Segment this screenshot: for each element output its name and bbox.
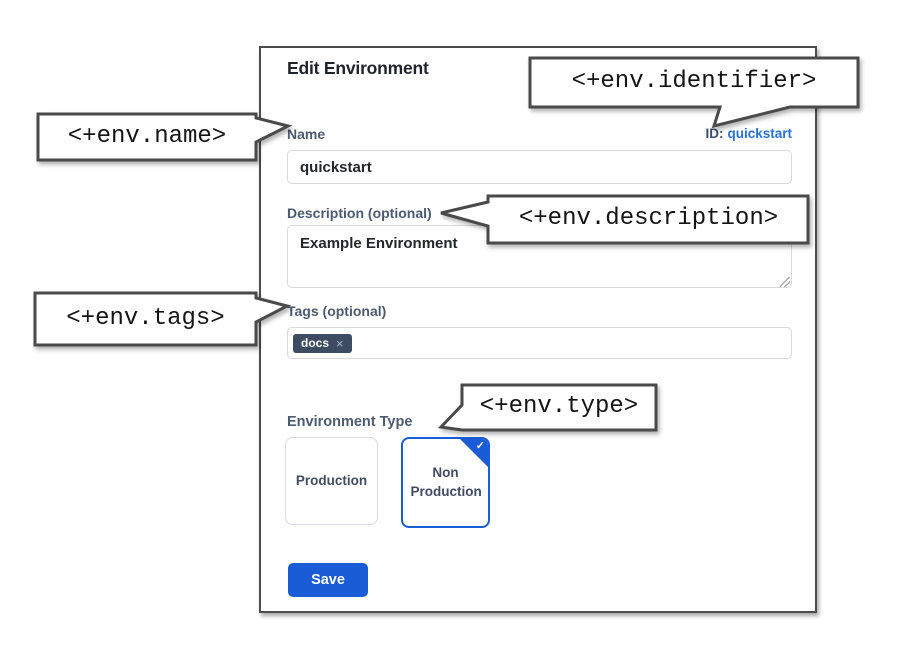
- page-title: Edit Environment: [287, 58, 429, 78]
- callout-env-description-text: <+env.description>: [518, 205, 779, 232]
- callout-env-identifier: <+env.identifier>: [528, 54, 868, 132]
- id-label: ID:: [705, 126, 724, 141]
- callout-env-tags: <+env.tags>: [33, 289, 295, 351]
- name-input[interactable]: [287, 150, 792, 184]
- callout-env-tags-text: <+env.tags>: [66, 305, 225, 332]
- callout-env-identifier-text: <+env.identifier>: [571, 68, 817, 95]
- tags-label: Tags (optional): [287, 303, 387, 319]
- callout-env-name-text: <+env.name>: [67, 122, 227, 150]
- callout-env-name: <+env.name>: [36, 110, 296, 166]
- id-row: ID:quickstart: [705, 126, 792, 141]
- callout-env-type: <+env.type>: [436, 381, 666, 437]
- id-link[interactable]: quickstart: [727, 126, 792, 141]
- tags-input[interactable]: docs ×: [287, 327, 792, 359]
- resize-handle-icon[interactable]: [780, 277, 790, 287]
- env-type-card-production-label: Production: [295, 472, 368, 488]
- env-type-card-non-production[interactable]: Non Production ✓: [401, 437, 490, 528]
- save-button[interactable]: Save: [288, 563, 368, 597]
- env-type-card-production[interactable]: Production: [285, 437, 378, 525]
- environment-type-label: Environment Type: [287, 414, 413, 430]
- env-type-card-non-production-label: Non Production: [410, 465, 482, 499]
- tag-chip-label: docs: [301, 336, 330, 350]
- callout-env-type-text: <+env.type>: [479, 393, 639, 420]
- callout-env-description: <+env.description>: [439, 192, 815, 250]
- check-icon: ✓: [475, 440, 485, 452]
- name-label: Name: [287, 126, 326, 142]
- remove-tag-icon[interactable]: ×: [336, 335, 344, 351]
- tag-chip: docs ×: [293, 333, 352, 353]
- description-label: Description (optional): [287, 205, 432, 221]
